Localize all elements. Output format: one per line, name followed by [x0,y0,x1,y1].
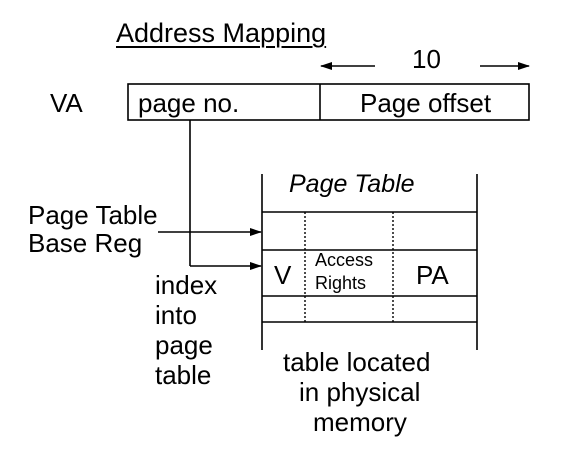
column-valid-bit: V [274,260,292,290]
location-note-line: in physical [299,377,421,407]
base-register-label-line: Page Table [28,200,158,230]
va-field-page-offset: Page offset [360,88,492,118]
index-note-line: page [155,330,213,360]
index-note-line: into [155,300,197,330]
index-note-line: table [155,360,212,390]
va-label: VA [50,88,83,118]
va-box [127,83,530,121]
column-access-rights-line: Access [315,250,374,270]
base-register-label-line: Base Reg [28,228,143,258]
page-table-title: Page Table [289,170,415,198]
location-note-line: memory [313,407,407,437]
offset-bit-width: 10 [412,44,441,74]
index-note-line: index [155,270,218,300]
diagram-title: Address Mapping [116,18,327,48]
column-physical-address: PA [416,260,449,290]
va-field-page-number: page no. [138,88,240,118]
location-note-line: table located [283,347,431,377]
column-access-rights-line: Rights [315,273,367,293]
